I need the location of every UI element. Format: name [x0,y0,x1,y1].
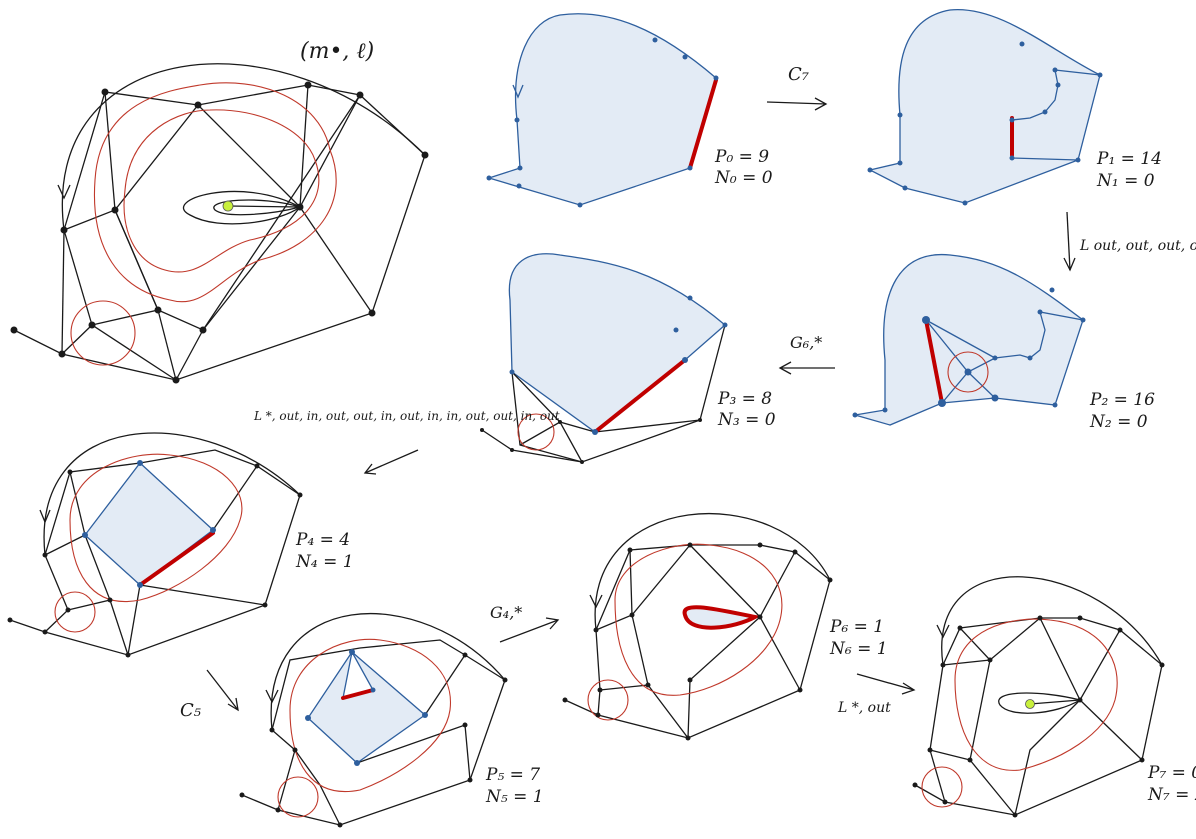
p2-label: P₂ = 16 [1089,390,1155,410]
arrow-head [57,184,71,200]
panel-p1: P₁ = 14 N₁ = 0 [867,9,1162,206]
label-l3: L *, out [837,700,891,716]
label-c5: C₅ [180,700,201,721]
map-vertices [10,81,429,384]
panel-p7: P₇ = 0 N₇ = 2 [912,576,1196,818]
arrow-g4: G₄,* [490,603,560,643]
marked-vertex [222,200,234,212]
p5-label: P₅ = 7 [485,765,540,785]
n2-label: N₂ = 0 [1089,412,1148,432]
n6-label: N₆ = 1 [829,639,888,659]
label-g4: G₄,* [490,603,522,622]
arrow-c7: C₇ [766,64,828,111]
label-c7: C₇ [788,64,809,85]
outer-arc [61,63,426,231]
p1-label: P₁ = 14 [1096,149,1162,169]
n4-label: N₄ = 1 [295,552,354,572]
n7-label: N₇ = 2 [1147,785,1196,805]
p3-label: P₃ = 8 [717,389,772,409]
panel-initial-map: (m•, ℓ) [10,39,429,384]
label-l2: L *, out, in, out, out, in, out, in, in,… [253,409,560,423]
arrow-l3: L *, out [837,673,916,716]
p6-label: P₆ = 1 [829,617,884,637]
p7-label: P₇ = 0 [1147,763,1196,783]
arrow-l2: L *, out, in, out, out, in, out, in, in,… [253,409,560,475]
n0-label: N₀ = 0 [714,168,773,188]
n3-label: N₃ = 0 [717,410,776,430]
red-contour [93,82,337,303]
label-g61: G₆,* [790,333,822,352]
n1-label: N₁ = 0 [1096,171,1155,191]
arrow-c5: C₅ [180,669,239,721]
p4-label: P₄ = 4 [295,530,350,550]
panel-p3: P₃ = 8 N₃ = 0 [480,253,776,464]
panel-p6: P₆ = 1 N₆ = 1 [562,513,888,741]
arrow-g61: G₆,* [778,333,835,375]
arrow-l1: L out, out, out, out, * [1063,211,1196,272]
main-title: (m•, ℓ) [300,39,374,64]
panel-p5: P₅ = 7 N₅ = 1 [239,612,544,828]
label-l1: L out, out, out, out, * [1079,238,1196,254]
n5-label: N₅ = 1 [485,787,544,807]
p0-label: P₀ = 9 [714,147,769,167]
marked-vertex-final [1025,699,1035,709]
red-circle [70,300,136,366]
red-contour-inner [123,109,320,273]
map-edges [13,84,426,381]
panel-p2: P₂ = 16 N₂ = 0 [852,253,1155,432]
panel-p4: P₄ = 4 N₄ = 1 [7,432,354,658]
panel-p0: P₀ = 9 N₀ = 0 [486,13,773,208]
